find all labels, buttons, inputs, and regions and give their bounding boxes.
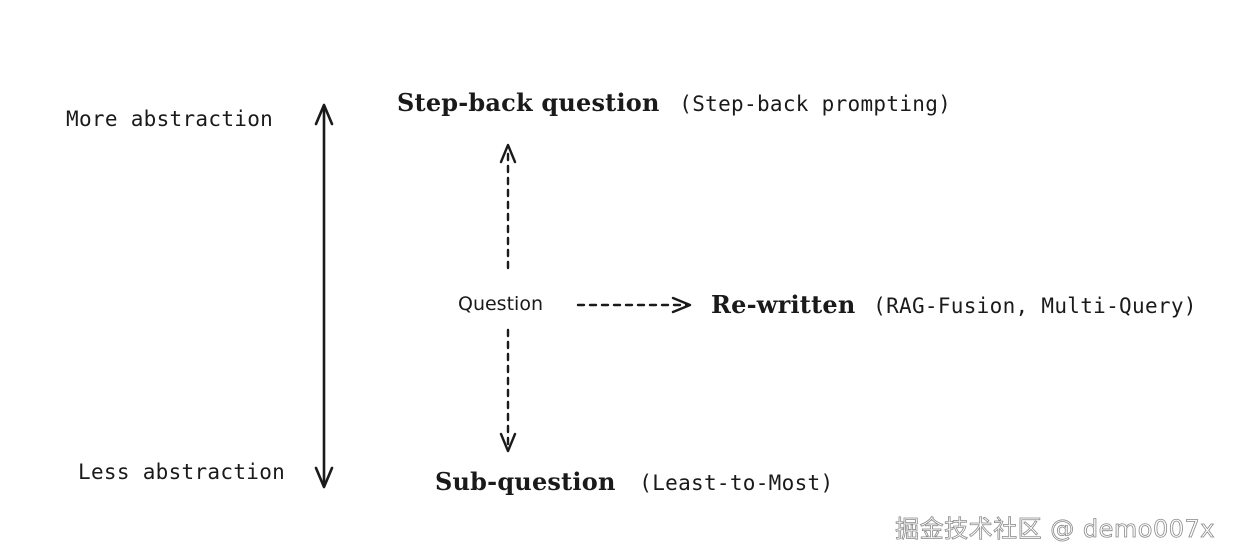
sub-question-node: Sub-question (Least-to-Most) [435, 470, 833, 494]
arrow-to-step-back [499, 143, 517, 270]
more-abstraction-label: More abstraction [66, 107, 274, 131]
step-back-question-label: Step-back question [397, 88, 660, 117]
abstraction-axis-arrow [314, 103, 334, 489]
arrow-to-rewritten [576, 296, 692, 314]
watermark: 掘金技术社区 @ demo007x [895, 515, 1215, 544]
arrow-to-sub-question [499, 328, 517, 453]
rewritten-label: Re-written [711, 290, 856, 319]
step-back-node: Step-back question (Step-back prompting) [397, 91, 951, 115]
sub-question-method-label: (Least-to-Most) [639, 471, 834, 495]
rewritten-method-label: (RAG-Fusion, Multi-Query) [873, 294, 1197, 318]
sub-question-label: Sub-question [435, 467, 616, 496]
rewritten-node: Re-written (RAG-Fusion, Multi-Query) [711, 293, 1197, 317]
less-abstraction-label: Less abstraction [78, 460, 286, 484]
step-back-method-label: (Step-back prompting) [679, 92, 952, 116]
question-label: Question [458, 293, 543, 315]
